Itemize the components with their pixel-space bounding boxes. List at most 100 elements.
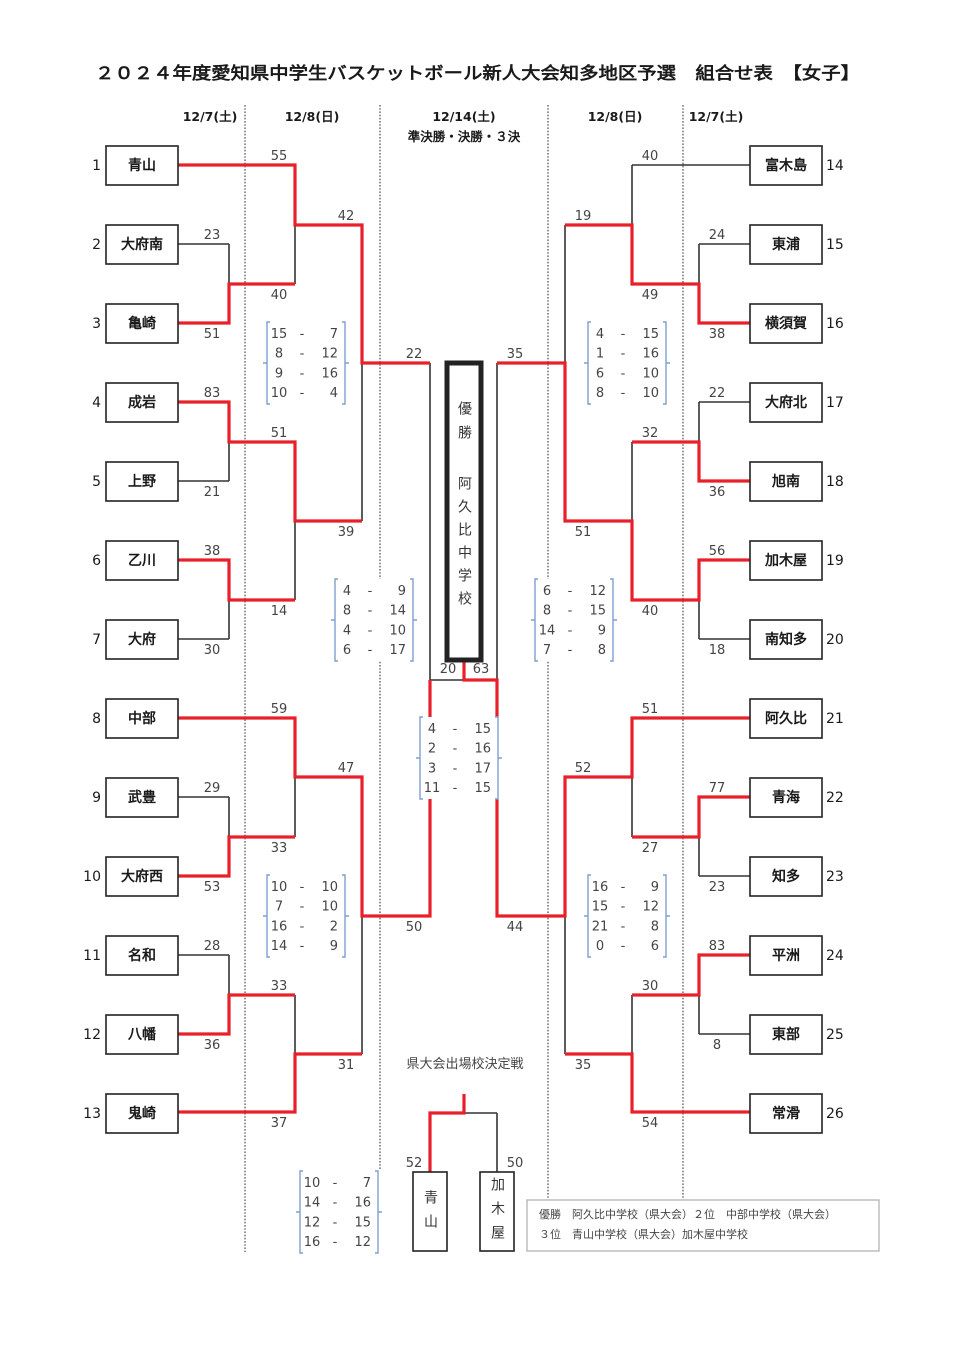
quarter-score-box: 4-151-166-108-10 bbox=[584, 321, 670, 405]
team-name: 上野 bbox=[128, 474, 156, 490]
quarter-score-b: 15 bbox=[474, 722, 491, 737]
quarter-score-a: 10 bbox=[271, 386, 288, 401]
score-label: 59 bbox=[271, 702, 288, 717]
team-box bbox=[749, 303, 823, 344]
team-box bbox=[749, 145, 823, 186]
quarter-score-a: 4 bbox=[596, 327, 604, 342]
quarter-separator: - bbox=[568, 584, 573, 599]
champion-label: 優勝 bbox=[456, 401, 472, 449]
quarter-score-b: 16 bbox=[642, 347, 659, 362]
left-brace bbox=[263, 321, 270, 405]
team-number: 7 bbox=[92, 632, 101, 648]
quarter-separator: - bbox=[368, 604, 373, 619]
quarter-separator: - bbox=[621, 347, 626, 362]
third-place-team-box bbox=[479, 1171, 515, 1252]
quarter-separator: - bbox=[300, 919, 305, 934]
right-brace bbox=[663, 874, 670, 958]
right-brace bbox=[663, 321, 670, 405]
results-box bbox=[526, 1199, 880, 1252]
team-number: 20 bbox=[826, 632, 844, 648]
quarter-separator: - bbox=[368, 623, 373, 638]
quarter-separator: - bbox=[568, 643, 573, 658]
team-number: 26 bbox=[826, 1106, 844, 1122]
score-label: 30 bbox=[204, 643, 221, 658]
page-title: ２０２４年度愛知県中学生バスケットボール新人大会知多地区予選 組合せ表 【女子】 bbox=[95, 63, 860, 84]
quarter-score-a: 14 bbox=[539, 623, 556, 638]
score-label: 33 bbox=[271, 979, 288, 994]
quarter-separator: - bbox=[333, 1176, 338, 1191]
team-number: 25 bbox=[826, 1027, 844, 1043]
quarter-score-a: 7 bbox=[543, 643, 551, 658]
score-label: 18 bbox=[709, 643, 726, 658]
left-brace bbox=[584, 321, 591, 405]
team-box bbox=[105, 540, 179, 581]
score-label: 49 bbox=[642, 288, 659, 303]
quarter-score-a: 15 bbox=[271, 327, 288, 342]
quarter-separator: - bbox=[300, 386, 305, 401]
quarter-score-b: 6 bbox=[651, 939, 659, 954]
score-label: 40 bbox=[642, 149, 659, 164]
team-name: 亀崎 bbox=[128, 315, 156, 332]
left-brace bbox=[296, 1170, 303, 1254]
champion-name: 阿久比中学校 bbox=[456, 476, 472, 614]
quarter-score-a: 0 bbox=[596, 939, 604, 954]
score-label: 40 bbox=[642, 604, 659, 619]
quarter-score-a: 8 bbox=[343, 604, 351, 619]
team-number: 14 bbox=[826, 158, 844, 174]
score-label: 23 bbox=[709, 880, 726, 895]
quarter-score-b: 10 bbox=[321, 880, 338, 895]
team-name: 成岩 bbox=[128, 394, 156, 411]
score-label: 35 bbox=[507, 347, 524, 362]
quarter-score-b: 9 bbox=[398, 584, 406, 599]
team-name: 知多 bbox=[772, 868, 800, 885]
team-number: 19 bbox=[826, 553, 844, 569]
team-name: 東浦 bbox=[772, 236, 800, 253]
column-date-right-r2: 12/8(日) bbox=[588, 109, 643, 124]
quarter-score-a: 4 bbox=[428, 722, 436, 737]
quarter-separator: - bbox=[453, 761, 458, 776]
team-number: 3 bbox=[92, 316, 101, 332]
team-name: 青山 bbox=[128, 157, 156, 174]
score-label: 30 bbox=[642, 979, 659, 994]
quarter-score-a: 16 bbox=[304, 1235, 321, 1250]
quarter-score-a: 12 bbox=[304, 1215, 321, 1230]
left-brace bbox=[331, 578, 338, 662]
quarter-box-background bbox=[297, 1171, 381, 1253]
team-name: 名和 bbox=[128, 947, 156, 964]
quarter-separator: - bbox=[453, 722, 458, 737]
third-place-team-name: 加木屋 bbox=[489, 1177, 505, 1249]
quarter-scores: 15-78-129-1610-44-98-144-106-174-152-163… bbox=[263, 321, 670, 1254]
team-entry-left: 中部8 bbox=[92, 698, 179, 739]
quarter-score-a: 15 bbox=[592, 900, 609, 915]
quarter-score-b: 8 bbox=[598, 643, 606, 658]
team-name: 八幡 bbox=[127, 1026, 157, 1043]
third-place-team-box bbox=[412, 1171, 448, 1252]
team-box bbox=[749, 698, 823, 739]
team-number: 10 bbox=[83, 869, 101, 885]
team-name: 大府北 bbox=[765, 394, 807, 411]
score-label: 22 bbox=[406, 347, 423, 362]
quarter-box-background bbox=[585, 875, 669, 957]
quarter-score-a: 14 bbox=[304, 1196, 321, 1211]
left-brace bbox=[416, 716, 423, 800]
team-name: 横須賀 bbox=[765, 315, 807, 332]
team-box bbox=[105, 856, 179, 897]
bracket-line-winner bbox=[178, 1052, 362, 1114]
results-line-2: ３位 青山中学校（県大会）加木屋中学校 bbox=[539, 1227, 748, 1241]
team-name: 常滑 bbox=[772, 1105, 800, 1122]
quarter-score-b: 12 bbox=[354, 1235, 371, 1250]
bracket-line-winner bbox=[632, 440, 750, 483]
team-box bbox=[749, 224, 823, 265]
quarter-separator: - bbox=[621, 366, 626, 381]
bracket-line-winner bbox=[178, 680, 432, 918]
quarter-score-a: 4 bbox=[343, 584, 351, 599]
score-label: 14 bbox=[271, 604, 288, 619]
score-label: 19 bbox=[575, 209, 592, 224]
team-number: 2 bbox=[92, 237, 101, 253]
